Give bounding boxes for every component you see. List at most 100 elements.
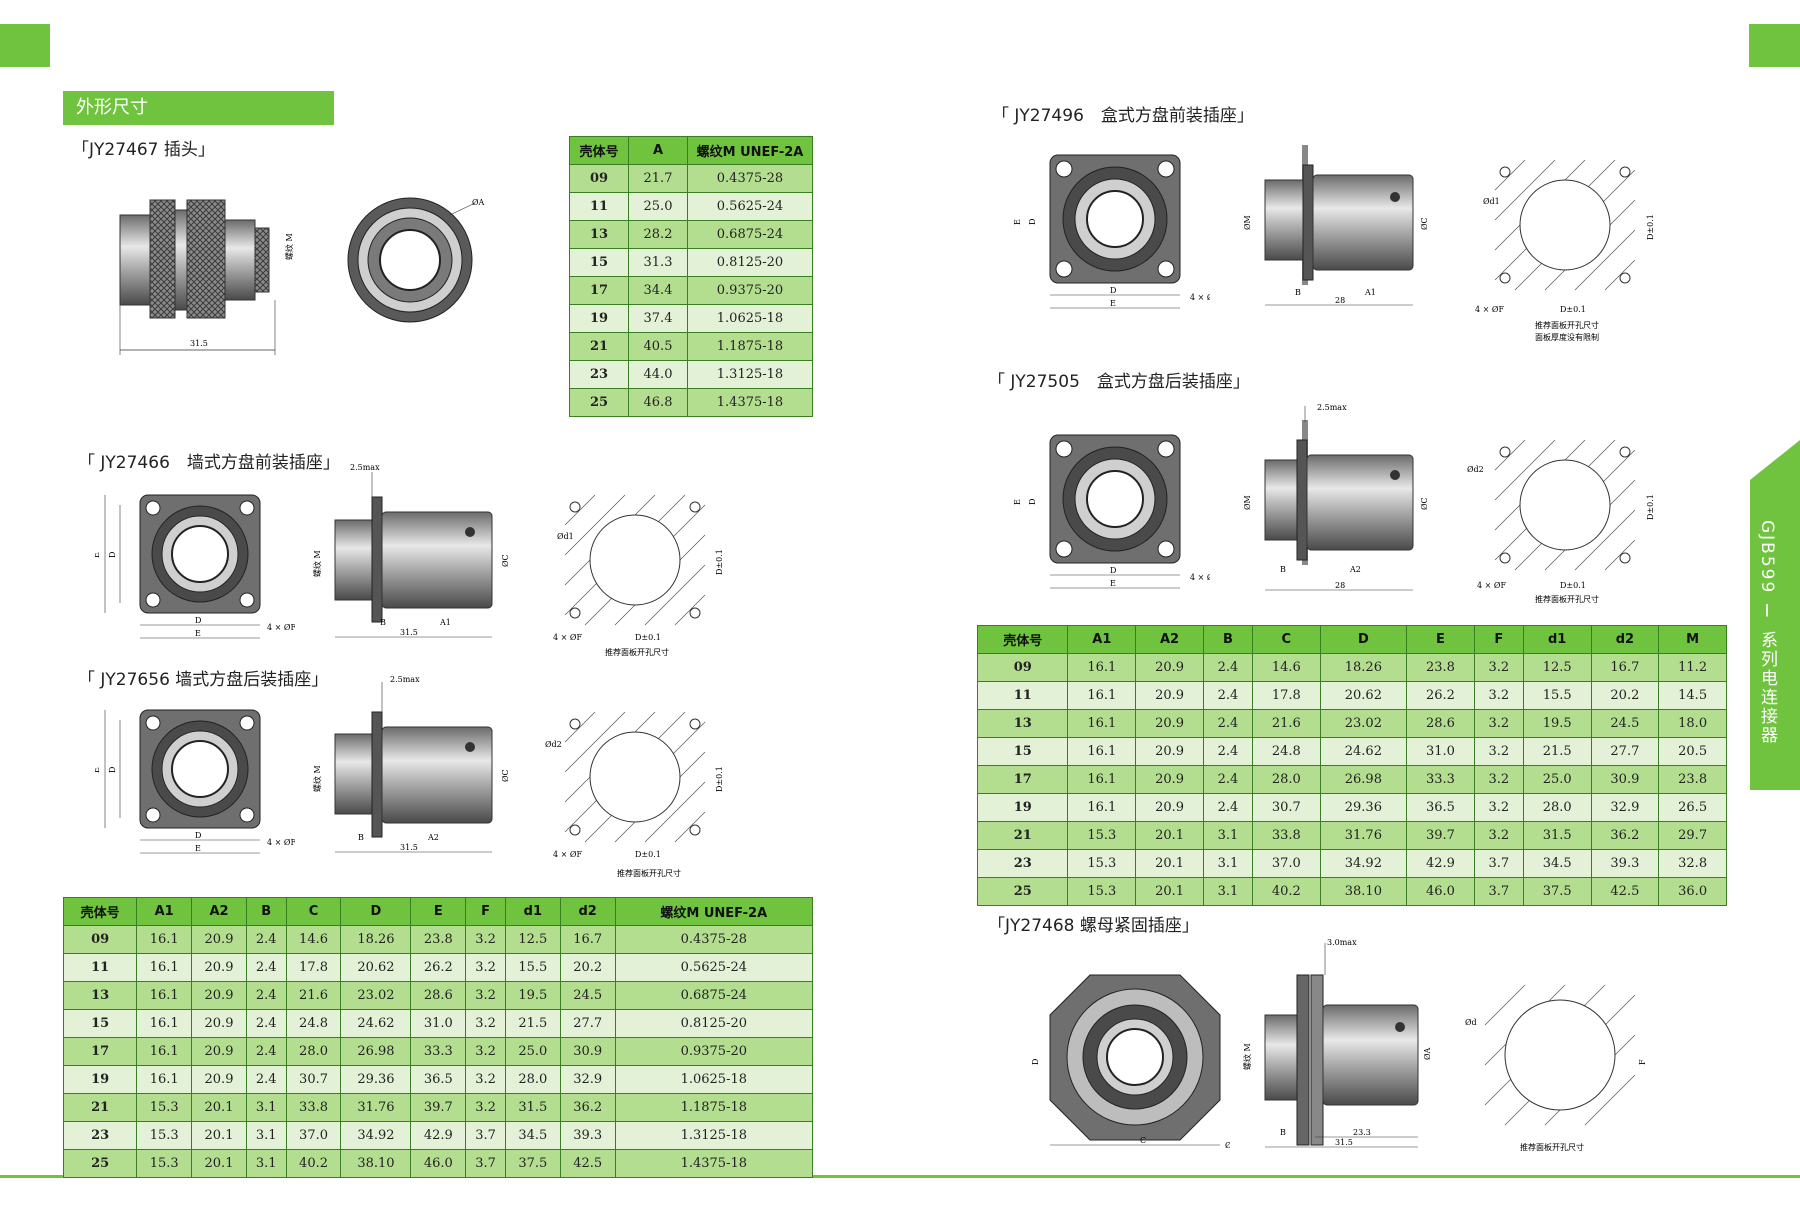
table-small-cell: 46.8 bbox=[628, 388, 688, 417]
table-left-cell: 17 bbox=[62, 1037, 138, 1066]
drawing-jy27466-cutout: Ød1 4 × ØF D±0.1 D±0.1 推荐面板开孔尺寸 bbox=[553, 495, 724, 657]
table-left-cell: 3.1 bbox=[245, 1121, 287, 1150]
table-right-cell: 20.9 bbox=[1135, 793, 1204, 822]
corner-block-left bbox=[0, 24, 50, 67]
table-right-cell: 17 bbox=[976, 765, 1069, 794]
table-right-header-1: A1 bbox=[1067, 625, 1137, 654]
table-left-cell: 24.8 bbox=[285, 1009, 342, 1038]
table-left-cell: 28.6 bbox=[410, 981, 467, 1010]
table-left-cell: 18.26 bbox=[340, 925, 412, 954]
table-right-cell: 20.9 bbox=[1135, 765, 1204, 794]
table-left-cell: 20.1 bbox=[191, 1121, 247, 1150]
table-small-cell: 25.0 bbox=[628, 192, 688, 221]
label-4f-4: 4 × ØF bbox=[1190, 573, 1210, 582]
table-right-cell: 21.5 bbox=[1522, 737, 1592, 766]
table-left-cell: 29.36 bbox=[340, 1065, 412, 1094]
table-right-cell: 20.1 bbox=[1135, 821, 1204, 850]
table-left-cell: 2.4 bbox=[245, 1037, 287, 1066]
dim-d-tol-v2: D±0.1 bbox=[715, 766, 724, 792]
table-left-cell: 16.1 bbox=[136, 1065, 193, 1094]
drawing-jy27505-front: D E 4 × ØF E D bbox=[1013, 434, 1210, 589]
table-right-cell: 16.7 bbox=[1590, 653, 1660, 682]
title-jy27505: 「 JY27505 盒式方盘后装插座」 bbox=[988, 372, 1250, 392]
table-right-cell: 30.7 bbox=[1251, 793, 1321, 822]
table-right-cell: 42.5 bbox=[1590, 877, 1660, 906]
table-small-cell: 37.4 bbox=[628, 304, 688, 333]
table-right-cell: 23 bbox=[976, 849, 1069, 878]
table-left-cell: 15 bbox=[62, 1009, 138, 1038]
drawing-jy27496-cutout: Ød1 4 × ØF D±0.1 D±0.1 推荐面板开孔尺寸 面板厚度没有限制 bbox=[1475, 160, 1655, 342]
table-left-cell: 32.9 bbox=[559, 1065, 616, 1094]
dim-e-2: E bbox=[195, 844, 201, 853]
table-left-cell: 27.7 bbox=[559, 1009, 616, 1038]
bottom-rule bbox=[0, 1175, 1800, 1178]
label-phi-d: Ød bbox=[1465, 1018, 1477, 1027]
table-left-cell: 3.2 bbox=[465, 1009, 506, 1038]
dim-3-0max: 3.0max bbox=[1327, 938, 1357, 947]
table-right-cell: 42.9 bbox=[1406, 849, 1475, 878]
dim-23-3: 23.3 bbox=[1353, 1128, 1371, 1137]
note-cutout-3: 推荐面板开孔尺寸 bbox=[1535, 320, 1599, 330]
dim-d-3: D bbox=[1110, 286, 1116, 295]
title-jy27468: 「JY27468 螺母紧固插座」 bbox=[988, 916, 1199, 936]
table-right-cell: 25 bbox=[976, 877, 1069, 906]
dim-e-v2: E bbox=[95, 767, 101, 773]
table-left-cell: 0.9375-20 bbox=[614, 1037, 814, 1066]
table-left-cell: 3.7 bbox=[465, 1149, 506, 1178]
table-right-cell: 39.7 bbox=[1406, 821, 1475, 850]
title-jy27467: 「JY27467 插头」 bbox=[72, 140, 215, 160]
table-left-header-2: A2 bbox=[191, 897, 247, 926]
table-right-cell: 20.9 bbox=[1135, 709, 1204, 738]
table-right-header-3: B bbox=[1202, 625, 1253, 654]
label-phi-d1-2: Ød1 bbox=[1483, 197, 1500, 206]
table-left-cell: 2.4 bbox=[245, 1065, 287, 1094]
drawing-jy27496-front: D E 4 × ØF E D bbox=[1013, 154, 1210, 309]
drawing-jy27468-front: D C ØE bbox=[1031, 974, 1230, 1150]
drawing-jy27505-cutout: Ød2 4 × ØF D±0.1 D±0.1 推荐面板开孔尺寸 bbox=[1467, 440, 1655, 604]
label-phi-c-2: ØC bbox=[501, 769, 510, 782]
table-left-cell: 17.8 bbox=[285, 953, 342, 982]
label-phi-c-4: ØC bbox=[1420, 497, 1429, 510]
table-small-cell: 19 bbox=[569, 304, 629, 333]
label-phi-c-3: ØC bbox=[1420, 217, 1429, 230]
table-right-cell: 30.9 bbox=[1590, 765, 1660, 794]
table-left-cell: 42.9 bbox=[410, 1121, 467, 1150]
table-small-cell: 25 bbox=[569, 388, 629, 417]
table-right-header-6: E bbox=[1406, 625, 1475, 654]
dim-a2: A2 bbox=[427, 833, 439, 842]
label-4f-2: 4 × ØF bbox=[267, 838, 295, 847]
table-right-cell: 2.4 bbox=[1202, 793, 1253, 822]
table-left-cell: 09 bbox=[62, 925, 138, 954]
label-4f-b: 4 × ØF bbox=[553, 633, 582, 642]
table-left-cell: 19 bbox=[62, 1065, 138, 1094]
table-left-cell: 23 bbox=[62, 1121, 138, 1150]
table-right-header-2: A2 bbox=[1135, 625, 1204, 654]
table-right-header-5: D bbox=[1319, 625, 1408, 654]
corner-block-right bbox=[1749, 24, 1800, 67]
table-right-cell: 3.2 bbox=[1473, 793, 1524, 822]
table-small-cell: 09 bbox=[569, 164, 629, 193]
table-small-cell: 1.3125-18 bbox=[687, 360, 813, 389]
table-left-cell: 40.2 bbox=[285, 1149, 342, 1178]
table-left-cell: 15.3 bbox=[136, 1149, 193, 1178]
dim-b-3: B bbox=[1295, 288, 1301, 297]
label-4f: 4 × ØF bbox=[267, 623, 295, 632]
table-left-cell: 28.0 bbox=[285, 1037, 342, 1066]
table-left-cell: 34.5 bbox=[504, 1121, 561, 1150]
drawing-jy27656-front: D E 4 × ØF E D bbox=[95, 709, 295, 854]
table-left-cell: 20.62 bbox=[340, 953, 412, 982]
label-phi-c: ØC bbox=[501, 554, 510, 567]
table-small-cell: 13 bbox=[569, 220, 629, 249]
table-right-cell: 18.26 bbox=[1319, 653, 1408, 682]
table-left-cell: 25.0 bbox=[504, 1037, 561, 1066]
dim-f: F bbox=[1638, 1059, 1647, 1065]
dim-d-v3: D bbox=[1028, 219, 1037, 225]
table-left-cell: 30.7 bbox=[285, 1065, 342, 1094]
